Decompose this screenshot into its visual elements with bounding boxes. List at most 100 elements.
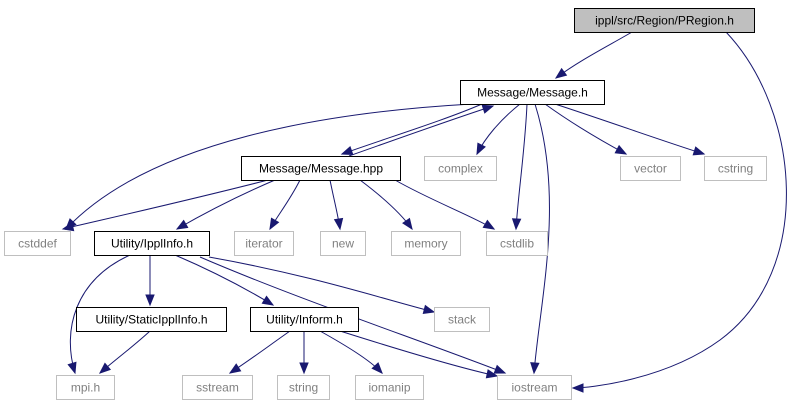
arrowhead-icon: [692, 146, 706, 156]
arrowhead-icon: [228, 363, 242, 374]
node-box: [56, 375, 115, 400]
node-label: cstddef: [18, 237, 57, 251]
node-label: complex: [438, 162, 483, 176]
node-box: [277, 375, 330, 400]
arrowhead-icon: [145, 294, 155, 307]
edge-line: [229, 330, 291, 374]
edge-line: [555, 31, 633, 79]
node-box: [497, 375, 572, 400]
arrowhead-icon: [261, 295, 275, 306]
node-complex: complex: [424, 156, 497, 181]
node-sstream: sstream: [182, 375, 253, 400]
node-box: [4, 231, 71, 256]
arrowhead-icon: [61, 221, 75, 232]
edge-message_hpp-to-iterator: [269, 179, 301, 231]
edge-inform-to-sstream: [228, 330, 291, 374]
node-box: [241, 156, 401, 181]
node-box: [182, 375, 253, 400]
edge-line: [339, 330, 498, 377]
edge-line: [348, 105, 494, 157]
node-box: [234, 231, 294, 256]
node-box: [391, 231, 461, 256]
arrowhead-icon: [175, 219, 189, 230]
node-label: ippl/src/Region/PRegion.h: [595, 14, 734, 28]
arrowhead-icon: [340, 146, 354, 155]
node-label: iostream: [511, 381, 557, 395]
edge-message_h-to-message_hpp: [340, 103, 483, 155]
edge-inform-to-string: [299, 330, 309, 375]
edge-line: [208, 256, 435, 313]
arrowhead-icon: [371, 362, 383, 374]
node-label: vector: [634, 162, 667, 176]
arrowhead-icon: [299, 362, 309, 375]
node-label: iomanip: [368, 381, 410, 395]
edge-inform-to-iostream: [339, 330, 499, 379]
arrowhead-icon: [530, 362, 540, 375]
edge-message_hpp-to-new: [329, 179, 344, 231]
arrowhead-icon: [402, 217, 413, 231]
arrowhead-icon: [485, 369, 499, 379]
edge-line: [319, 330, 383, 374]
node-box: [460, 80, 605, 105]
edge-ipplinfo-to-inform: [174, 254, 275, 306]
arrowhead-icon: [511, 218, 522, 231]
edge-line: [572, 31, 787, 389]
node-iomanip: iomanip: [355, 375, 424, 400]
node-stack: stack: [434, 307, 490, 332]
node-message_hpp[interactable]: Message/Message.hpp: [241, 156, 401, 181]
edge-message_hpp-to-cstddef: [61, 179, 269, 232]
edge-line: [544, 103, 627, 155]
arrowhead-icon: [571, 383, 584, 393]
node-box: [620, 156, 681, 181]
node-memory: memory: [391, 231, 461, 256]
node-cstdlib: cstdlib: [486, 231, 548, 256]
edge-message_h-to-complex: [476, 103, 521, 156]
edges-layer: [61, 31, 787, 393]
arrowhead-icon: [98, 362, 112, 374]
edge-message_hpp-to-memory: [359, 179, 413, 231]
arrowhead-icon: [476, 142, 486, 156]
node-new: new: [320, 231, 366, 256]
node-message_h[interactable]: Message/Message.h: [460, 80, 605, 105]
node-label: Message/Message.hpp: [259, 162, 383, 176]
node-cstring: cstring: [704, 156, 767, 181]
edge-inform-to-iomanip: [319, 330, 383, 374]
nodes-layer: ippl/src/Region/PRegion.hMessage/Message…: [4, 8, 767, 400]
node-staticipplinfo[interactable]: Utility/StaticIpplInfo.h: [76, 307, 227, 332]
node-box: [704, 156, 767, 181]
node-box: [574, 8, 755, 33]
node-label: Utility/Inform.h: [266, 313, 343, 327]
edge-message_h-to-vector: [544, 103, 628, 155]
node-pregion[interactable]: ippl/src/Region/PRegion.h: [574, 8, 755, 33]
edge-ipplinfo-to-stack: [208, 256, 436, 314]
edge-message_hpp-to-cstdlib: [394, 179, 496, 230]
node-iostream: iostream: [497, 375, 572, 400]
node-label: new: [332, 237, 354, 251]
edge-line: [174, 254, 274, 306]
node-box: [424, 156, 497, 181]
edge-pregion-to-message_h: [554, 31, 633, 79]
node-box: [434, 307, 490, 332]
node-vector: vector: [620, 156, 681, 181]
arrowhead-icon: [269, 217, 280, 231]
node-box: [486, 231, 548, 256]
arrowhead-icon: [481, 104, 495, 114]
node-label: sstream: [196, 381, 239, 395]
node-mpi: mpi.h: [56, 375, 115, 400]
node-inform[interactable]: Utility/Inform.h: [250, 307, 359, 332]
node-label: cstring: [718, 162, 753, 176]
node-ipplinfo[interactable]: Utility/IpplInfo.h: [94, 231, 210, 256]
node-label: Utility/StaticIpplInfo.h: [95, 313, 207, 327]
node-box: [320, 231, 366, 256]
arrowhead-icon: [614, 144, 628, 155]
node-label: string: [289, 381, 318, 395]
edge-message_hpp-to-message_h: [348, 104, 495, 157]
arrowhead-icon: [493, 364, 507, 374]
edge-line: [554, 103, 705, 155]
edge-message_hpp-to-ipplinfo: [175, 179, 276, 230]
arrowhead-icon: [333, 217, 344, 231]
edge-pregion-to-iostream: [571, 31, 787, 393]
node-iterator: iterator: [234, 231, 294, 256]
node-label: memory: [404, 237, 447, 251]
